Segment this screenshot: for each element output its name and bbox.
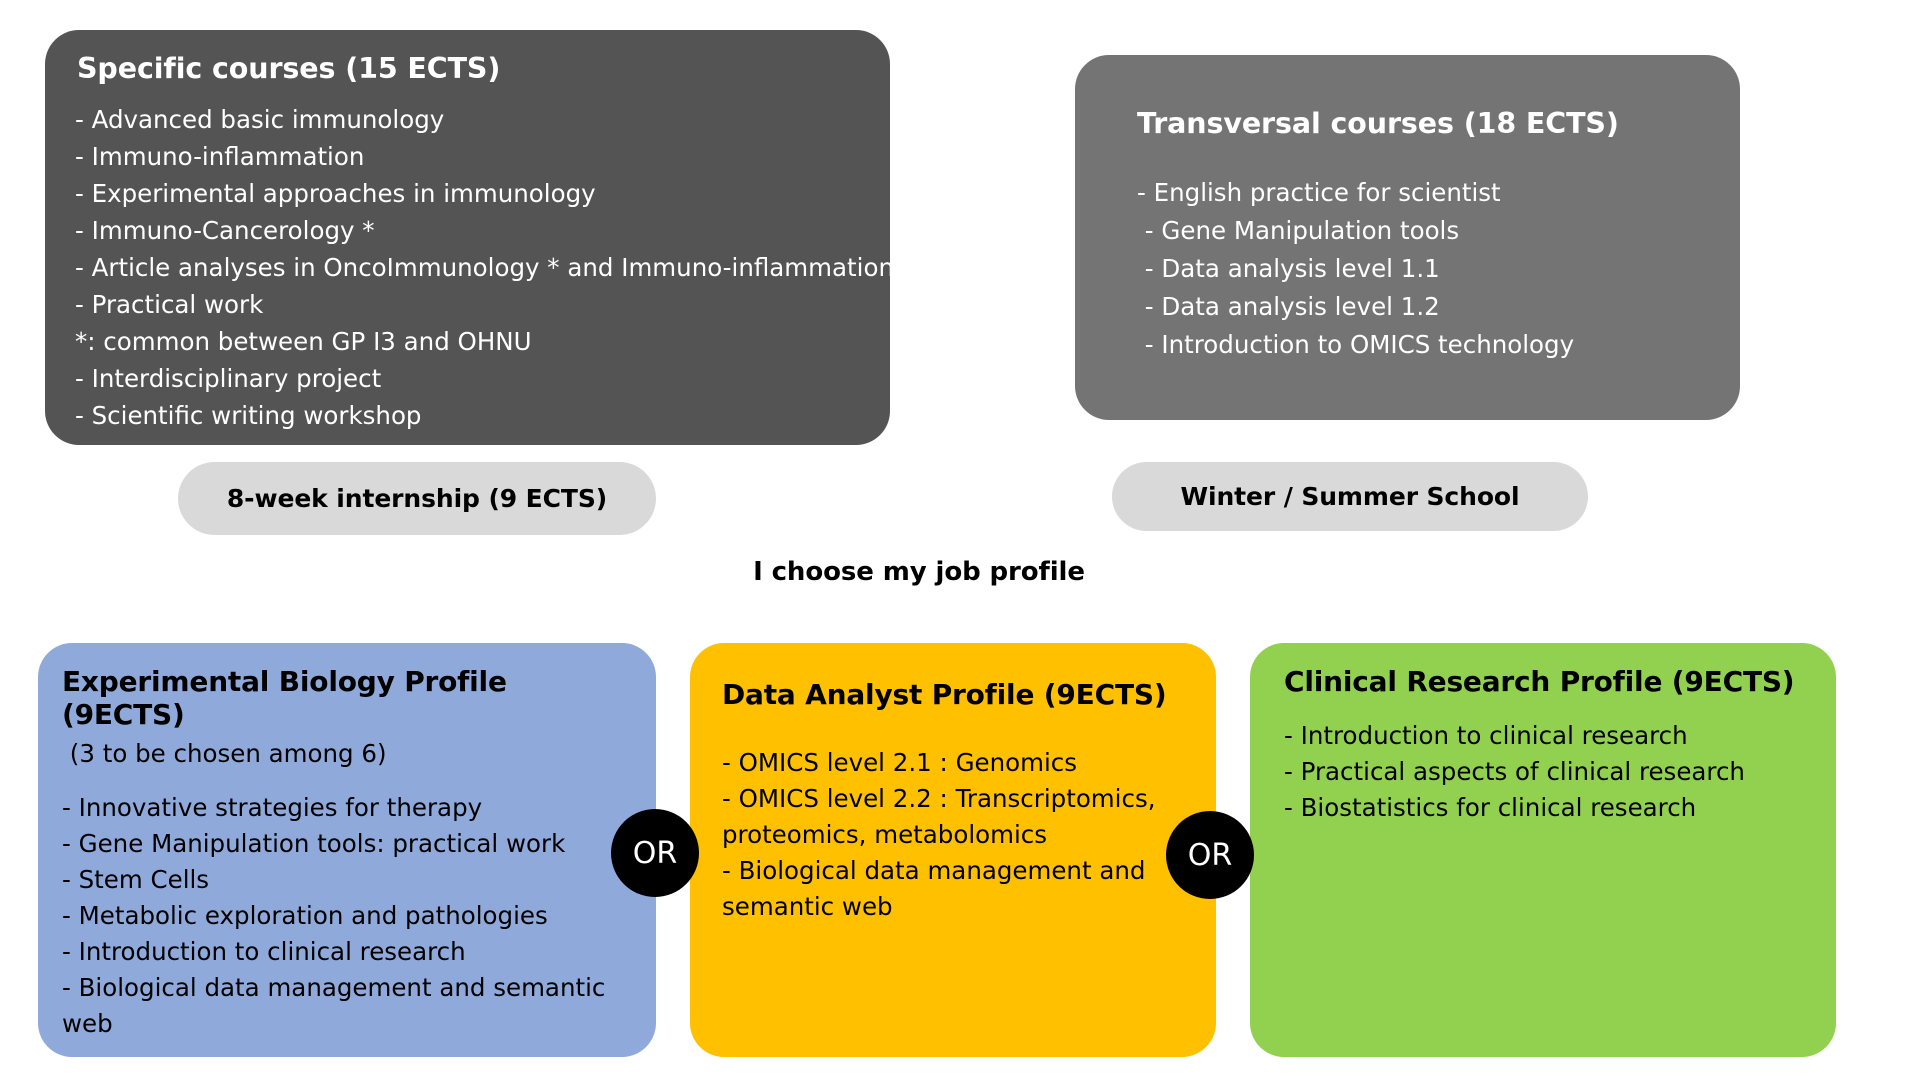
experimental-biology-profile-subtitle: (3 to be chosen among 6)	[62, 739, 387, 768]
list-item: - Immuno-Cancerology *	[75, 216, 375, 245]
internship-pill: 8-week internship (9 ECTS)	[178, 462, 656, 535]
experimental-biology-profile-card: Experimental Biology Profile (9ECTS) (3 …	[38, 643, 656, 1057]
list-item: - Practical work	[75, 290, 264, 319]
experimental-biology-profile-title: Experimental Biology Profile (9ECTS)	[62, 665, 507, 731]
list-item: - Article analyses in OncoImmunology * a…	[75, 253, 894, 282]
data-analyst-course-list: - OMICS level 2.1 : Genomics - OMICS lev…	[722, 745, 1190, 925]
specific-courses-card: Specific courses (15 ECTS) - Advanced ba…	[45, 30, 894, 445]
transversal-courses-list: - English practice for scientist - Gene …	[1137, 174, 1710, 364]
list-item: - Experimental approaches in immunology	[75, 179, 596, 208]
clinical-research-course-list: - Introduction to clinical research - Pr…	[1284, 718, 1810, 826]
list-item: - OMICS level 2.2 : Transcriptomics, pro…	[722, 784, 1156, 849]
list-item: - Biological data management and semanti…	[62, 973, 606, 1038]
experimental-biology-course-list: - Innovative strategies for therapy - Ge…	[62, 790, 630, 1042]
clinical-research-profile-title: Clinical Research Profile (9ECTS)	[1284, 665, 1795, 698]
list-item: - Practical aspects of clinical research	[1284, 757, 1745, 786]
list-item: - Introduction to OMICS technology	[1137, 330, 1575, 359]
or-connector-left: OR	[611, 809, 699, 897]
list-item: - Biostatistics for clinical research	[1284, 793, 1697, 822]
list-item: - Immuno-inflammation	[75, 142, 365, 171]
list-item: - Advanced basic immunology	[75, 105, 445, 134]
list-item-footnote: *: common between GP I3 and OHNU	[75, 327, 532, 356]
list-item: - Introduction to clinical research	[1284, 721, 1688, 750]
list-item: - English practice for scientist	[1137, 178, 1501, 207]
list-item: - Interdisciplinary project	[75, 364, 382, 393]
list-item: - Data analysis level 1.1	[1137, 254, 1440, 283]
list-item: - Data analysis level 1.2	[1137, 292, 1440, 321]
list-item: - OMICS level 2.1 : Genomics	[722, 748, 1078, 777]
specific-courses-title: Specific courses (15 ECTS)	[77, 52, 501, 85]
list-item: - Metabolic exploration and pathologies	[62, 901, 548, 930]
data-analyst-profile-title: Data Analyst Profile (9ECTS)	[722, 678, 1167, 711]
list-item: - Biological data management and semanti…	[722, 856, 1146, 921]
list-item: - Gene Manipulation tools: practical wor…	[62, 829, 566, 858]
list-item: - Innovative strategies for therapy	[62, 793, 483, 822]
clinical-research-profile-card: Clinical Research Profile (9ECTS) - Intr…	[1250, 643, 1836, 1057]
choose-job-profile-heading: I choose my job profile	[753, 557, 1085, 587]
transversal-courses-card: Transversal courses (18 ECTS) - English …	[1075, 55, 1740, 420]
list-item: - Scientific writing workshop	[75, 401, 422, 430]
list-item: - Gene Manipulation tools	[1137, 216, 1460, 245]
or-connector-right: OR	[1166, 811, 1254, 899]
data-analyst-profile-card: Data Analyst Profile (9ECTS) - OMICS lev…	[690, 643, 1216, 1057]
list-item: - Introduction to clinical research	[62, 937, 466, 966]
specific-courses-list: - Advanced basic immunology - Immuno-inf…	[75, 101, 894, 434]
list-item: - Stem Cells	[62, 865, 210, 894]
winter-summer-school-pill: Winter / Summer School	[1112, 462, 1588, 531]
transversal-courses-title: Transversal courses (18 ECTS)	[1137, 107, 1619, 140]
